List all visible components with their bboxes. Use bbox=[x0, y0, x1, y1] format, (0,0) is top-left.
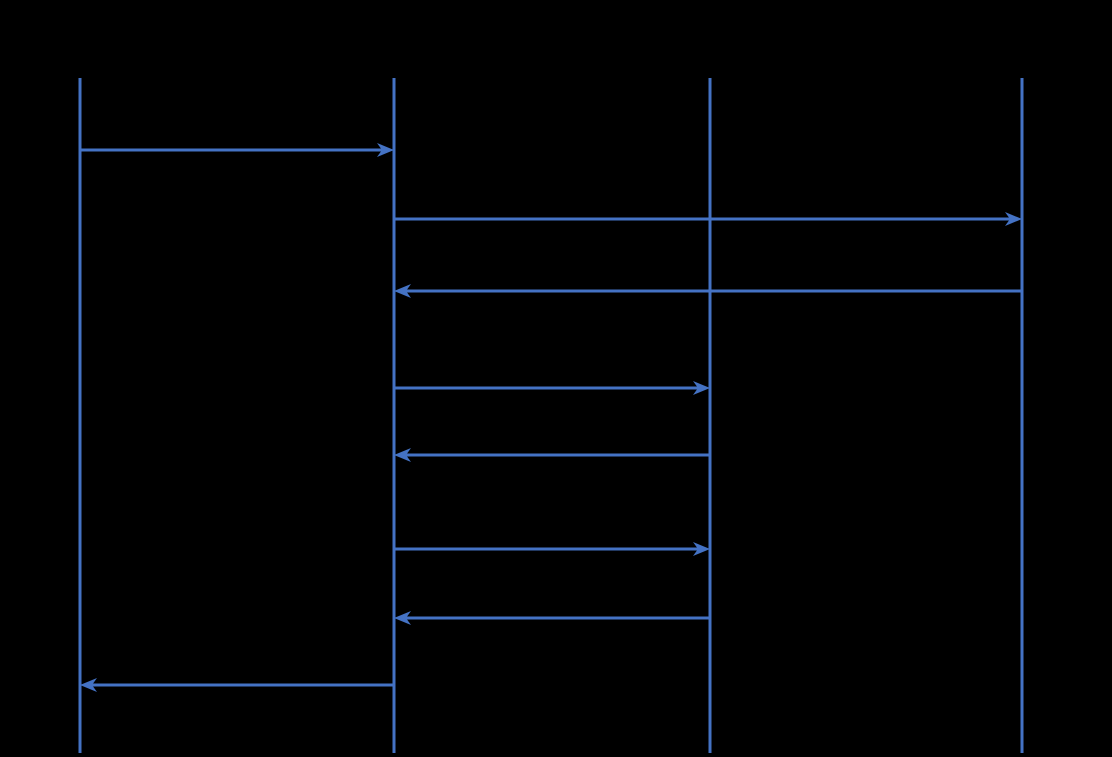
message-5-arrowhead-icon bbox=[394, 448, 411, 462]
message-1-arrowhead-icon bbox=[377, 143, 394, 157]
message-2-arrowhead-icon bbox=[1005, 212, 1022, 226]
message-4-arrowhead-icon bbox=[693, 381, 710, 395]
message-8-arrow bbox=[80, 678, 394, 692]
message-5-arrow bbox=[394, 448, 710, 462]
message-7-arrow bbox=[394, 611, 710, 625]
message-8-arrowhead-icon bbox=[80, 678, 97, 692]
message-3-arrow bbox=[394, 284, 1022, 298]
message-1-arrow bbox=[80, 143, 394, 157]
message-4-arrow bbox=[394, 381, 710, 395]
message-6-arrowhead-icon bbox=[693, 542, 710, 556]
message-2-arrow bbox=[394, 212, 1022, 226]
message-3-arrowhead-icon bbox=[394, 284, 411, 298]
message-7-arrowhead-icon bbox=[394, 611, 411, 625]
message-6-arrow bbox=[394, 542, 710, 556]
